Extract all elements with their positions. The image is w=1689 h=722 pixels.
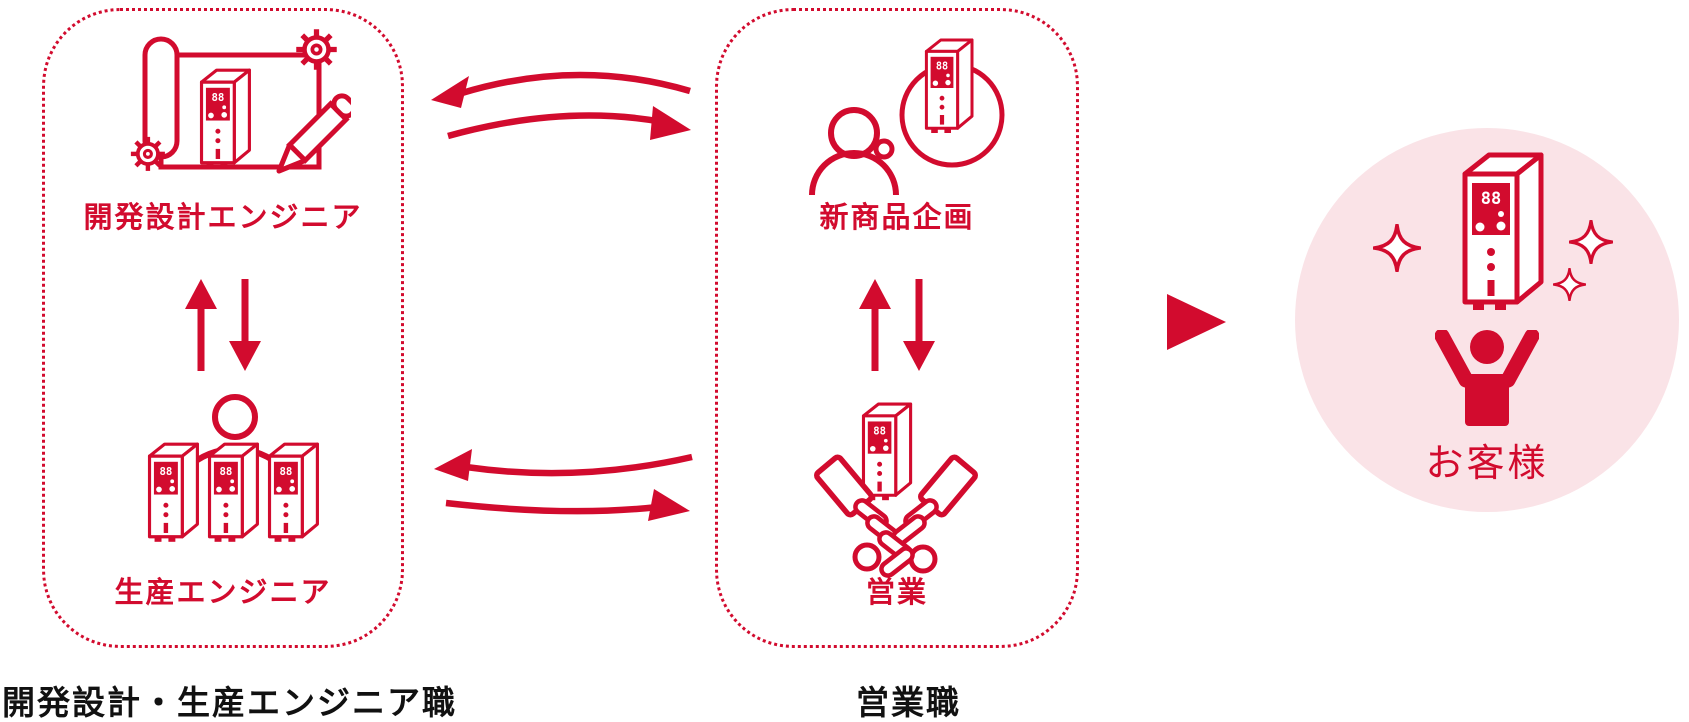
production-engineer-icon — [147, 394, 319, 544]
engineering-caption: 開発設計・生産エンジニア職 — [2, 684, 457, 721]
sparkle-right-icon — [1569, 220, 1613, 264]
design-engineer-label: 開発設計エンジニア — [83, 202, 363, 234]
customer-label: お客様 — [1425, 443, 1549, 485]
production-engineer-label: 生産エンジニア — [114, 577, 332, 609]
exchange-arrows-top — [431, 71, 691, 140]
up-down-arrows-engineering — [185, 279, 261, 371]
new-product-planning-icon — [809, 38, 1005, 195]
happy-customer-icon — [1435, 330, 1539, 426]
sales-label: 営業 — [865, 577, 928, 609]
sales-group-box: 新商品企画 — [715, 8, 1079, 648]
flow-arrow-icon — [1167, 294, 1226, 350]
sales-caption: 営業職 — [856, 684, 961, 721]
engineering-group-box: 開発設計エンジニア 生産エンジニア — [42, 8, 404, 648]
sparkle-right-small-icon — [1553, 268, 1586, 301]
sales-handshake-icon — [814, 402, 978, 578]
customer-circle: お客様 — [1295, 128, 1679, 512]
sparkle-left-icon — [1373, 224, 1421, 272]
pencil-icon — [276, 93, 351, 174]
up-down-arrows-sales — [859, 279, 935, 371]
exchange-arrows-bottom — [434, 449, 693, 521]
design-blueprint-icon — [101, 25, 351, 174]
new-product-planning-label: 新商品企画 — [819, 202, 975, 234]
